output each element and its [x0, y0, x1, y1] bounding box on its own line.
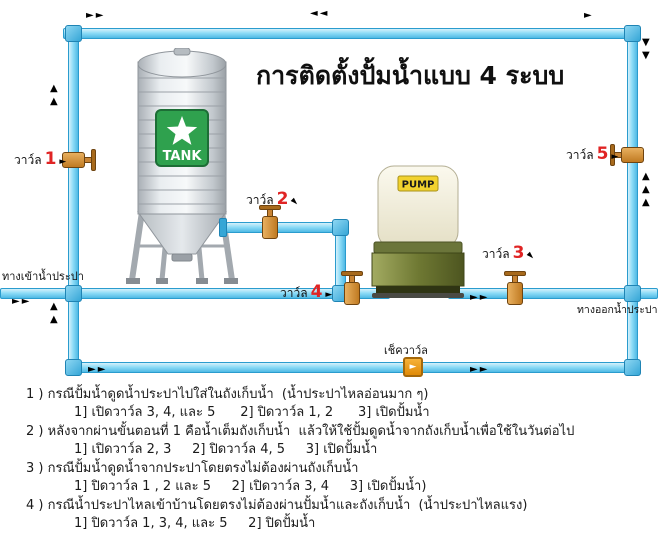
instruction-item: 3 ) กรณีปั้มน้ำดูดน้ำจากประปาโดยตรงไม่ต้… — [26, 460, 650, 496]
arrow-up-icon: ▲ — [642, 184, 650, 195]
joint-top-left — [65, 25, 82, 42]
check-valve-label: เช็ควาว์ล — [384, 344, 428, 357]
pump-base-shadow — [372, 293, 464, 298]
flow-arrows-up: ▲ ▲ — [50, 300, 58, 326]
pump-label: PUMP — [402, 180, 435, 191]
valve-3 — [504, 271, 526, 305]
flow-arrow-right-icon: ►► — [86, 10, 106, 21]
valve-2-label: วาว์ล 2 ► — [246, 189, 301, 209]
instruction-sub: 1] เปิดวาว์ล 2, 3 2] ปิดวาว์ล 4, 5 3] เป… — [74, 442, 378, 457]
instruction-main: 4 ) กรณีน้ำประปาไหลเข้าบ้านโดยตรงไม่ต้อง… — [26, 498, 528, 513]
water-pump: PUMP — [371, 165, 465, 298]
instruction-main: 2 ) หลังจากผ่านขั้นตอนที่ 1 คือน้ำเต็มถั… — [26, 424, 575, 439]
flow-arrow-left-icon: ◄◄ — [310, 8, 330, 19]
arrow-up-icon: ▲ — [642, 197, 650, 208]
tank-cone — [137, 211, 227, 255]
pipe-inlet — [0, 288, 72, 299]
pump-label-plate — [397, 175, 439, 192]
arrow-down-icon: ▼ — [642, 50, 650, 61]
flow-arrow-right-icon: ► — [584, 10, 594, 21]
valve-body — [344, 282, 360, 305]
valve-3-label: วาว์ล 3 ► — [482, 243, 537, 263]
flow-arrow-right-icon: ►► — [88, 364, 108, 375]
valve-1-label: วาว์ล 1 ► — [14, 149, 67, 169]
pointer-icon: ► — [59, 157, 67, 167]
instruction-item: 4 ) กรณีน้ำประปาไหลเข้าบ้านโดยตรงไม่ต้อง… — [26, 497, 650, 533]
pointer-icon: ► — [288, 196, 301, 208]
tank-label: TANK — [163, 149, 203, 164]
arrow-down-icon: ▼ — [642, 37, 650, 48]
joint-outlet-tee — [624, 285, 641, 302]
tank-pipe-flange — [219, 218, 227, 237]
pipe-tank-outlet — [226, 222, 346, 233]
pipe-left-vertical — [68, 28, 79, 373]
instruction-main: 3 ) กรณีปั้มน้ำดูดน้ำจากประปาโดยตรงไม่ต้… — [26, 461, 359, 476]
instruction-main: 1 ) กรณีปั้มน้ำดูดน้ำประปาไปใส่ในถังเก็บ… — [26, 387, 429, 402]
valve-handle — [91, 149, 96, 171]
joint-bottom-left — [65, 359, 82, 376]
pipe-right-vertical — [627, 28, 638, 373]
arrow-up-icon: ▲ — [50, 314, 58, 325]
pointer-icon: ► — [325, 290, 333, 300]
inlet-label: ทางเข้าน้ำประปา — [2, 270, 84, 283]
valve-body — [507, 282, 523, 305]
arrow-up-icon: ▲ — [50, 83, 58, 94]
instruction-sub: 1] ปิดวาว์ล 1 , 2 และ 5 2] เปิดวาว์ล 3, … — [74, 479, 427, 494]
water-tank: TANK — [126, 48, 238, 284]
valve-5-label: วาว์ล 5 ► — [566, 144, 619, 164]
instruction-item: 2 ) หลังจากผ่านขั้นตอนที่ 1 คือน้ำเต็มถั… — [26, 423, 650, 459]
star-icon — [166, 116, 198, 145]
valve-4 — [341, 271, 363, 305]
valve-body — [262, 216, 278, 239]
flow-arrows-up: ▲ ▲ — [50, 82, 58, 108]
instructions-block: 1 ) กรณีปั้มน้ำดูดน้ำประปาไปใส่ในถังเก็บ… — [26, 386, 650, 534]
flow-arrows-down: ▼ ▼ — [642, 36, 650, 62]
tank-ribs — [138, 77, 226, 205]
check-valve: ► — [403, 357, 423, 377]
joint-tank-elbow — [332, 219, 349, 236]
instruction-sub: 1] ปิดวาว์ล 1, 3, 4, และ 5 2] ปิดปั้มน้ำ — [74, 516, 316, 531]
pump-collar — [373, 241, 463, 254]
flow-arrow-right-icon: ►► — [470, 364, 490, 375]
arrow-up-icon: ▲ — [642, 171, 650, 182]
diagram-title: การติดตั้งปั้มน้ำแบบ 4 ระบบ — [256, 61, 565, 90]
valve-1 — [62, 149, 96, 171]
tank-cap — [173, 48, 191, 56]
flow-arrow-right-icon: ►► — [12, 296, 32, 307]
joint-top-right — [624, 25, 641, 42]
joint-inlet-cross — [65, 285, 82, 302]
pipe-top-horizontal — [63, 28, 638, 39]
valve-4-label: วาว์ล 4 ► — [280, 282, 333, 302]
instruction-sub: 1] เปิดวาว์ล 3, 4, และ 5 2] ปิดวาว์ล 1, … — [74, 405, 430, 420]
flow-arrow-right-icon: ►► — [470, 292, 490, 303]
arrow-up-icon: ▲ — [50, 301, 58, 312]
joint-bottom-right — [624, 359, 641, 376]
valve-5 — [610, 144, 644, 166]
pipe-bottom-horizontal — [68, 362, 638, 373]
pointer-icon: ► — [611, 152, 619, 162]
outlet-label: ทางออกน้ำประปา — [577, 304, 658, 316]
instruction-item: 1 ) กรณีปั้มน้ำดูดน้ำประปาไปใส่ในถังเก็บ… — [26, 386, 650, 422]
flow-arrows-up: ▲ ▲ ▲ — [642, 170, 650, 209]
pointer-icon: ► — [524, 250, 537, 262]
pump-motor-body — [371, 252, 465, 287]
arrow-up-icon: ▲ — [50, 96, 58, 107]
valve-2 — [259, 205, 281, 239]
pump-base — [376, 286, 460, 293]
check-valve-arrow-icon: ► — [409, 362, 417, 372]
tank-outlet-fitting — [171, 253, 193, 262]
valve-body — [621, 147, 644, 163]
